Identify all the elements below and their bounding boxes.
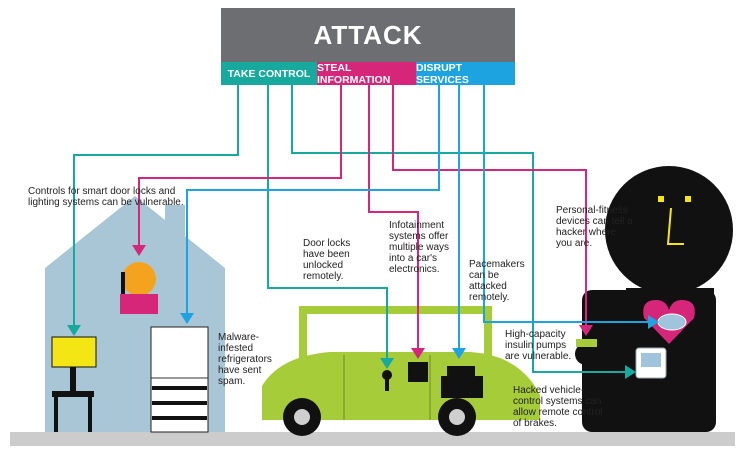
category-take-control: TAKE CONTROL: [221, 62, 317, 85]
note-pacemakers: Pacemakers can be attacked remotely.: [469, 259, 525, 303]
note-infotainment: Infotainment systems offer multiple ways…: [389, 220, 450, 275]
category-steal-information: STEAL INFORMATION: [317, 62, 416, 86]
face: [658, 196, 691, 245]
take-control-arrowheads: [67, 325, 636, 379]
refrigerator-icon: [150, 326, 209, 433]
keyhole-icon: [382, 370, 392, 391]
note-fitness: Personal-fitness devices can tell a hack…: [556, 205, 633, 249]
ground: [10, 432, 735, 446]
infotainment-icon: [408, 362, 428, 382]
note-refrigerators: Malware-infested refrigerators have sent…: [218, 332, 272, 387]
engine-icon: [441, 366, 483, 398]
disrupt-services-connectors: [186, 85, 648, 348]
alarm-bell-icon: [120, 262, 158, 314]
note-door-locks: Door locks have been unlocked remotely.: [303, 238, 351, 282]
lamp-icon: [51, 336, 97, 432]
disrupt-services-arrowheads: [180, 313, 659, 359]
note-vehicle-control: Hacked vehicle-control systems can allow…: [513, 385, 603, 429]
heart-icon: [643, 300, 695, 344]
note-smart-home: Controls for smart door locks and lighti…: [28, 186, 184, 208]
category-disrupt-services: DISRUPT SERVICES: [416, 62, 515, 86]
note-insulin: High-capacity insulin pumps are vulnerab…: [505, 329, 572, 362]
insulin-pump-icon: [635, 347, 667, 379]
attack-title: ATTACK: [221, 8, 515, 62]
take-control-connectors: [73, 85, 625, 373]
steal-information-connectors: [138, 85, 587, 348]
car-wheel-icon: [283, 398, 476, 436]
steal-information-arrowheads: [132, 245, 593, 359]
fitness-tracker-icon: [575, 339, 597, 365]
